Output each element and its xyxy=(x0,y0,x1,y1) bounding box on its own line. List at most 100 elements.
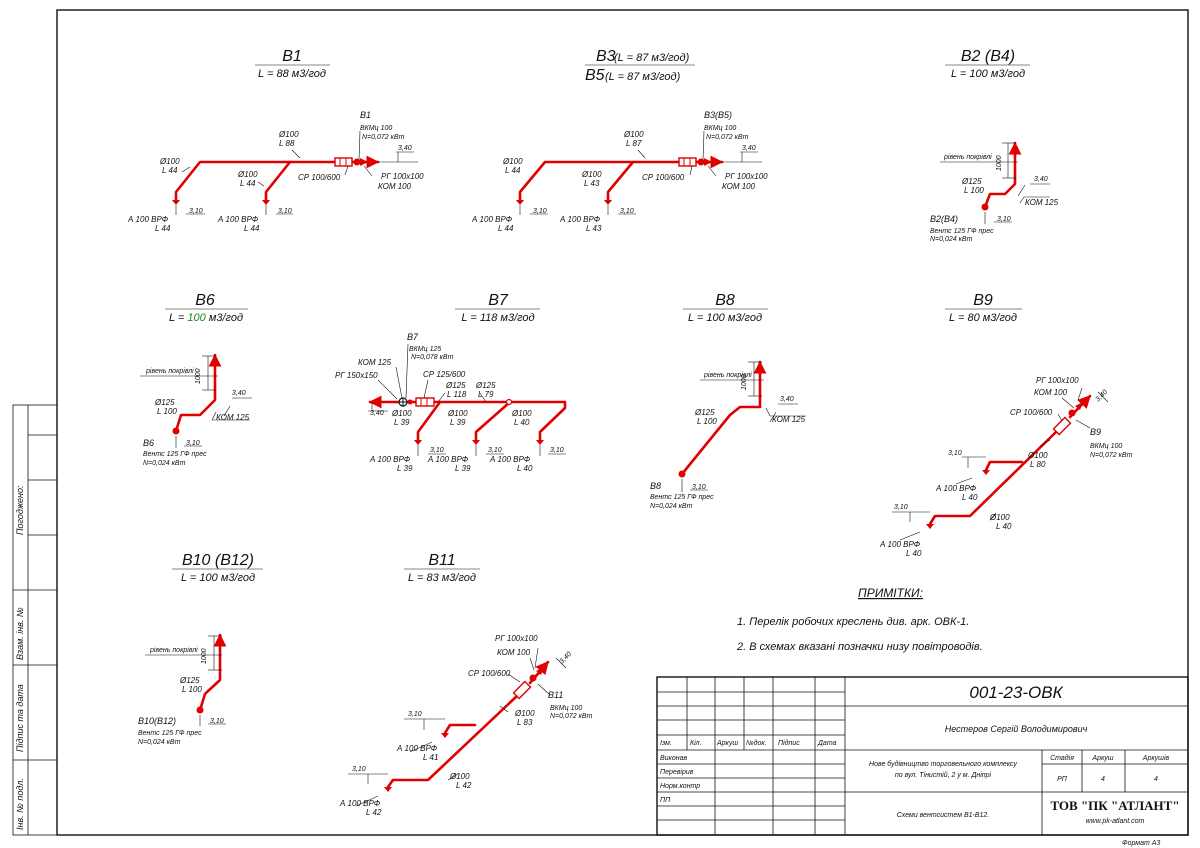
scheme-b9: РГ 100х100 КОМ 100 3,40 СР 100/600 B9 ВК… xyxy=(879,376,1133,558)
b6-fan-label: Вентс 125 ГФ прес xyxy=(143,451,207,458)
b6-sys-label: B6 xyxy=(143,438,154,448)
title-b2: B2 (B4) L = 100 м3/год xyxy=(945,48,1030,80)
b3-l87-label: L 87 xyxy=(626,139,642,148)
b2-h-label: 3,10 xyxy=(997,216,1011,223)
title-b9: B9 L = 80 м3/год xyxy=(945,292,1022,324)
stamp-header-izm: Ізм. xyxy=(660,740,672,747)
b3-l44-label: L 44 xyxy=(505,166,521,175)
b1-rg-label: РГ 100х100 xyxy=(381,172,424,181)
b11-d100a-label: Ø100 xyxy=(514,709,535,718)
format-label: Формат А3 xyxy=(1122,840,1160,847)
stamp-project-line1: Нове будівництво торговельного комплексу xyxy=(869,760,1017,768)
stamp-sheet: 4 xyxy=(1101,776,1105,783)
b2-lvl-label: 3,40 xyxy=(1034,176,1048,183)
b11-lvl-label: 3,40 xyxy=(558,651,573,666)
side-inv-orig-label: Інв. № подл. xyxy=(15,778,25,830)
b7-l118-label: L 118 xyxy=(447,390,467,399)
b9-a1-label: А 100 ВРФ xyxy=(935,484,977,493)
b6-l100-label: L 100 xyxy=(157,407,177,416)
b10-h-label: 3,10 xyxy=(210,718,224,725)
b7-d125b-label: Ø125 xyxy=(475,381,496,390)
b1-lvl-label: 3,40 xyxy=(398,145,412,152)
b9-l40-label: L 40 xyxy=(996,522,1012,531)
b8-name-label: B8 xyxy=(715,292,735,309)
b7-l40-label: L 40 xyxy=(514,418,530,427)
b8-flow-label: L = 100 м3/год xyxy=(688,312,762,324)
b6-roof-label: рівень покрівлі xyxy=(145,367,194,375)
b1-h1-label: 3,10 xyxy=(189,208,203,215)
b9-cp-label: СР 100/600 xyxy=(1010,408,1053,417)
stamp-role-2: Норм.контр xyxy=(660,783,700,790)
b3-a1l-label: L 44 xyxy=(498,224,514,233)
b3-h2-label: 3,10 xyxy=(620,208,634,215)
b3-lvl-label: 3,40 xyxy=(742,145,756,152)
b7-sys-label: B7 xyxy=(407,332,419,342)
stamp-header-ndok: №док. xyxy=(746,739,767,747)
side-agreed-label: Погоджено: xyxy=(15,485,25,535)
b11-d100b-label: Ø100 xyxy=(449,772,470,781)
b7-d125a-label: Ø125 xyxy=(445,381,466,390)
b7-d100b-label: Ø100 xyxy=(447,409,468,418)
b3-d100b-label: Ø100 xyxy=(502,157,523,166)
b2-flow-label: L = 100 м3/год xyxy=(951,68,1025,80)
b9-h2-label: 3,10 xyxy=(894,504,908,511)
b7-l79-label: L 79 xyxy=(478,390,494,399)
b9-d100a-label: Ø100 xyxy=(1027,451,1048,460)
scheme-b6: рівень покрівлі 1000 Ø125 L 100 3,40 КОМ… xyxy=(140,353,252,467)
b9-fan-label: ВКМц 100 xyxy=(1090,443,1122,450)
b3-d100c-label: Ø100 xyxy=(581,170,602,179)
b2-name-label: B2 (B4) xyxy=(961,48,1015,65)
b6-lvl-label: 3,40 xyxy=(232,390,246,397)
b8-kom-label: КОМ 125 xyxy=(772,415,806,424)
side-stamp: Погоджено: Взам. інв. № Підпис та дата І… xyxy=(12,404,58,836)
stamp-role-1: Перевірив xyxy=(660,768,694,776)
b7-l39a-label: L 39 xyxy=(394,418,410,427)
b7-a1-label: А 100 ВРФ xyxy=(369,455,411,464)
stamp-code: 001-23-ОВК xyxy=(969,683,1063,702)
stamp-drawing-title: Схеми вентсистем B1-B12. xyxy=(897,812,990,819)
stamp-header-pidpys: Підпис xyxy=(778,739,800,747)
b11-rg-label: РГ 100х100 xyxy=(495,634,538,643)
b11-a2l-label: L 42 xyxy=(366,808,382,817)
b3-name2-paren-label: (L = 87 м3/год) xyxy=(605,71,681,83)
b7-l39b-label: L 39 xyxy=(450,418,466,427)
scheme-b1: B1 ВКМц 100 N=0,072 кВт Ø100 L 44 L 88 Ø… xyxy=(127,110,424,233)
notes-block: ПРИМІТКИ: 1. Перелік робочих креслень ди… xyxy=(736,586,983,653)
title-b11: B11 L = 83 м3/год xyxy=(404,552,480,584)
b6-dim-label: 1000 xyxy=(195,368,202,384)
b6-d125-label: Ø125 xyxy=(154,398,175,407)
b1-d100a-label: Ø100 xyxy=(159,157,180,166)
b6-flow-prefix: L = xyxy=(169,312,187,324)
b7-power-label: N=0,078 кВт xyxy=(411,354,454,361)
b7-a3l-label: L 40 xyxy=(517,464,533,473)
b7-fan-label: ВКМц 125 xyxy=(409,346,441,353)
b9-flow-label: L = 80 м3/год xyxy=(949,312,1017,324)
b8-h-label: 3,10 xyxy=(692,484,706,491)
stamp-sheets-label: Аркушів xyxy=(1142,754,1170,762)
scheme-b11: РГ 100х100 КОМ 100 3,40 СР 100/600 B11 В… xyxy=(339,634,593,817)
title-b6: B6 L = 100 м3/год xyxy=(165,292,248,324)
b10-flow-label: L = 100 м3/год xyxy=(181,572,255,584)
b11-power-label: N=0,072 кВт xyxy=(550,713,593,720)
title-b1: B1 L = 88 м3/год xyxy=(255,48,330,80)
b10-power-label: N=0,024 кВт xyxy=(138,739,181,746)
b10-l100-label: L 100 xyxy=(182,685,202,694)
stamp-header-kil: Кіл. xyxy=(690,739,702,747)
b2-roof-label: рівень покрівлі xyxy=(943,153,992,161)
stamp-sheet-label: Аркуш xyxy=(1091,755,1113,762)
b2-dim-label: 1000 xyxy=(996,155,1003,171)
stamp-role-3: ПП xyxy=(660,797,671,804)
b8-fan-label: Вентс 125 ГФ прес xyxy=(650,494,714,501)
b1-a1l-label: L 44 xyxy=(155,224,171,233)
b3-rg-label: РГ 100х100 xyxy=(725,172,768,181)
b2-fan-label: Вентс 125 ГФ прес xyxy=(930,228,994,235)
b3-a2-label: А 100 ВРФ xyxy=(559,215,601,224)
b1-name-label: B1 xyxy=(282,48,302,65)
b3-name2-label: B5 xyxy=(585,67,605,84)
b1-cp-label: СР 100/600 xyxy=(298,173,341,182)
stamp-stage: РП xyxy=(1057,776,1068,783)
b7-h2-label: 3,10 xyxy=(488,447,502,454)
b3-cp-label: СР 100/600 xyxy=(642,173,685,182)
stamp-project-line2: по вул. Тінистій, 2 у м. Дніпрі xyxy=(895,771,992,779)
b7-rg-label: РГ 150х150 xyxy=(335,371,378,380)
